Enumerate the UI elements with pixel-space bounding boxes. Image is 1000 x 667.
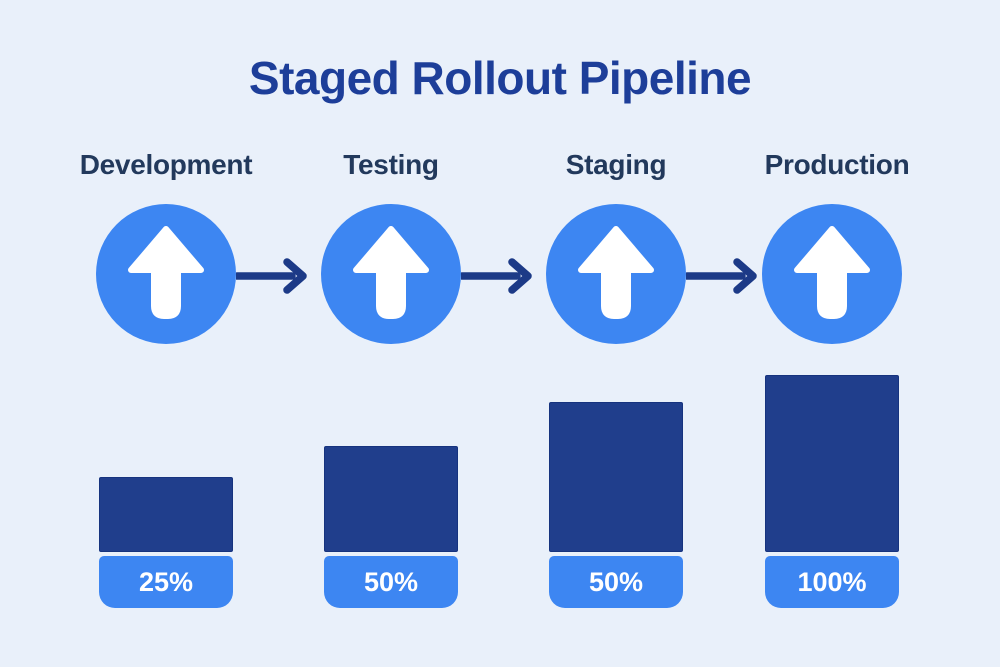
- rollout-bar-development: [99, 477, 233, 552]
- rollout-bar-testing: [324, 446, 458, 552]
- page-title: Staged Rollout Pipeline: [248, 52, 752, 104]
- stage-node-testing: [321, 204, 461, 344]
- rollout-bar-production: [765, 375, 899, 552]
- stage-label-testing: Testing: [343, 149, 439, 180]
- up-arrow-icon: [96, 204, 236, 344]
- percent-badge-production: 100%: [765, 556, 899, 608]
- up-arrow-icon: [546, 204, 686, 344]
- percent-badge-staging: 50%: [549, 556, 683, 608]
- stage-node-staging: [546, 204, 686, 344]
- rollout-bar-staging: [549, 402, 683, 552]
- up-arrow-icon: [762, 204, 902, 344]
- stage-label-staging: Staging: [565, 149, 667, 180]
- right-arrow-icon: [458, 258, 533, 294]
- percent-badge-development: 25%: [99, 556, 233, 608]
- stage-node-production: [762, 204, 902, 344]
- up-arrow-icon: [321, 204, 461, 344]
- stage-node-development: [96, 204, 236, 344]
- right-arrow-icon: [683, 258, 758, 294]
- right-arrow-icon: [233, 258, 308, 294]
- percent-badge-testing: 50%: [324, 556, 458, 608]
- stage-label-production: Production: [764, 149, 910, 180]
- stage-label-development: Development: [79, 149, 253, 180]
